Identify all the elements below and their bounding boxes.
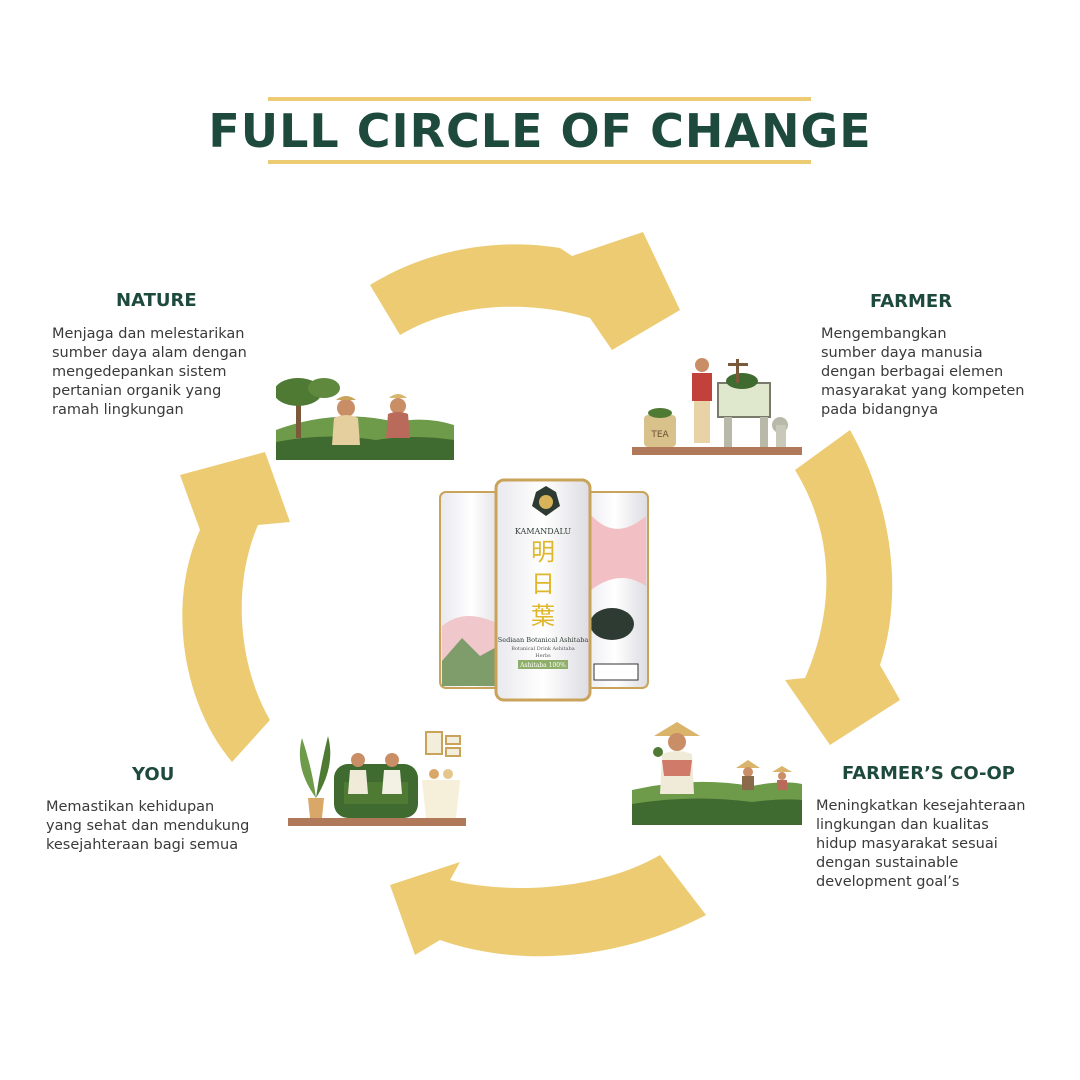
nature-title: NATURE xyxy=(116,290,197,311)
coop-title: FARMER’S CO-OP xyxy=(842,763,1015,784)
product-glyph-3: 葉 xyxy=(531,602,555,630)
you-description: Memastikan kehidupan yang sehat dan mend… xyxy=(46,799,250,853)
product-glyph-1: 明 xyxy=(531,538,555,566)
product-cans: KAMANDALU 明 日 葉 Sediaan Botanical Ashita… xyxy=(439,478,649,702)
farmer-title: FARMER xyxy=(870,291,953,312)
product-subtitle: Botanical Drink Ashitaba xyxy=(511,646,574,652)
product-subtitle-2: Herbs xyxy=(535,653,551,659)
title-rule-bottom xyxy=(268,160,811,164)
coop-description: Meningkatkan kesejahteraan lingkungan da… xyxy=(816,798,1026,890)
coop-illustration xyxy=(632,722,802,825)
farmer-illustration: TEA xyxy=(632,358,802,455)
you-title: YOU xyxy=(132,764,175,785)
title-rule-top xyxy=(268,97,811,101)
nature-illustration xyxy=(276,378,454,460)
product-badge: Ashitaba 100% xyxy=(519,662,566,669)
arrow-coop-to-you xyxy=(390,855,706,957)
arrow-you-to-nature xyxy=(180,452,290,762)
tea-bag-label: TEA xyxy=(650,430,669,440)
page-title: FULL CIRCLE OF CHANGE xyxy=(208,104,872,158)
you-illustration xyxy=(288,731,466,826)
farmer-description: Mengembangkan sumber daya manusia dengan… xyxy=(821,326,1025,418)
product-name: Sediaan Botanical Ashitaba xyxy=(498,636,589,644)
product-brand: KAMANDALU xyxy=(515,527,571,536)
arrow-nature-to-farmer xyxy=(370,232,680,350)
product-glyph-2: 日 xyxy=(531,570,555,598)
nature-description: Menjaga dan melestarikan sumber daya ala… xyxy=(52,326,247,418)
arrow-farmer-to-coop xyxy=(785,430,900,745)
